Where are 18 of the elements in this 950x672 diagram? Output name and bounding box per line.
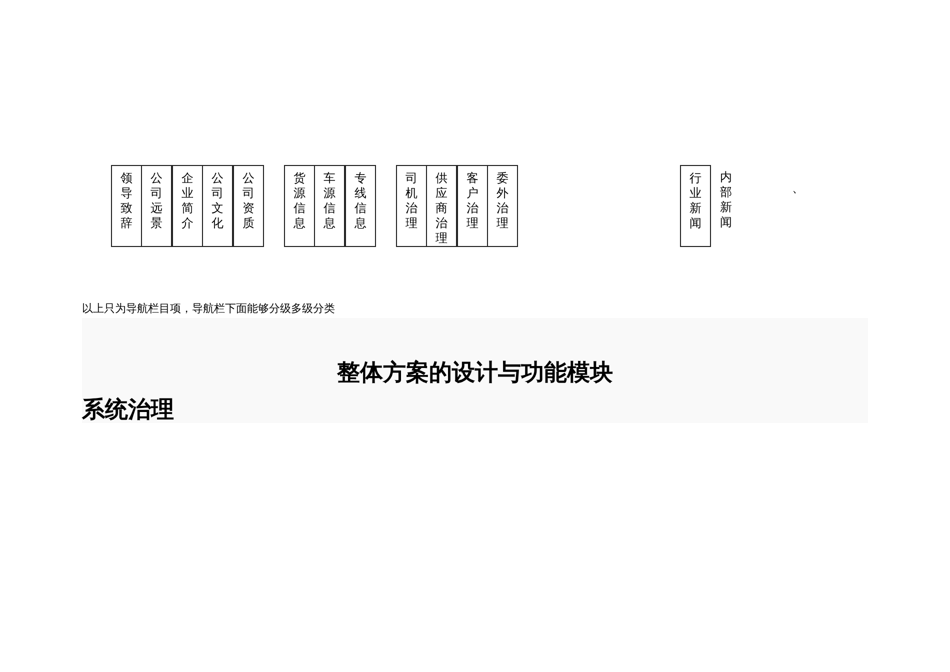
section-heading: 整体方案的设计与功能模块 (337, 358, 613, 388)
nav-item-text: 内部新闻 (720, 170, 733, 230)
nav-item-box: 企业简介 (172, 165, 203, 247)
nav-item-box: 公司资质 (233, 165, 264, 247)
nav-item-box: 行业新闻 (680, 165, 711, 247)
nav-item-box: 客户治理 (457, 165, 488, 247)
nav-item-box: 司机治理 (396, 165, 427, 247)
subsection-heading: 系统治理 (82, 396, 174, 425)
note-text: 以上只为导航栏目项，导航栏下面能够分级多级分类 (82, 301, 335, 316)
nav-item-box: 公司文化 (202, 165, 233, 247)
nav-item-box: 公司远景 (141, 165, 172, 247)
nav-item-box: 供应商治理 (426, 165, 457, 247)
nav-item-box: 车源信息 (314, 165, 345, 247)
punctuation-mark: 、 (792, 180, 804, 197)
nav-item-box: 专线信息 (345, 165, 376, 247)
nav-item-box: 领导致辞 (111, 165, 142, 247)
nav-item-box: 委外治理 (487, 165, 518, 247)
nav-item-box: 货源信息 (284, 165, 315, 247)
